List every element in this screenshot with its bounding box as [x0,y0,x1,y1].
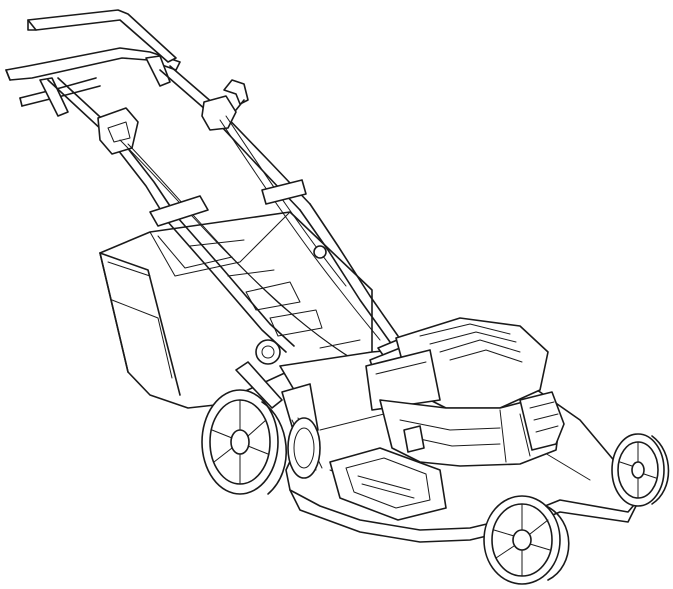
lower-handle-tubes [119,115,399,373]
rear-drive-gear [287,417,321,479]
engine [365,317,565,467]
front-right-wheel [611,433,670,507]
rear-wheel [201,389,288,495]
handlebar [5,9,181,117]
front-left-wheel [483,495,570,585]
